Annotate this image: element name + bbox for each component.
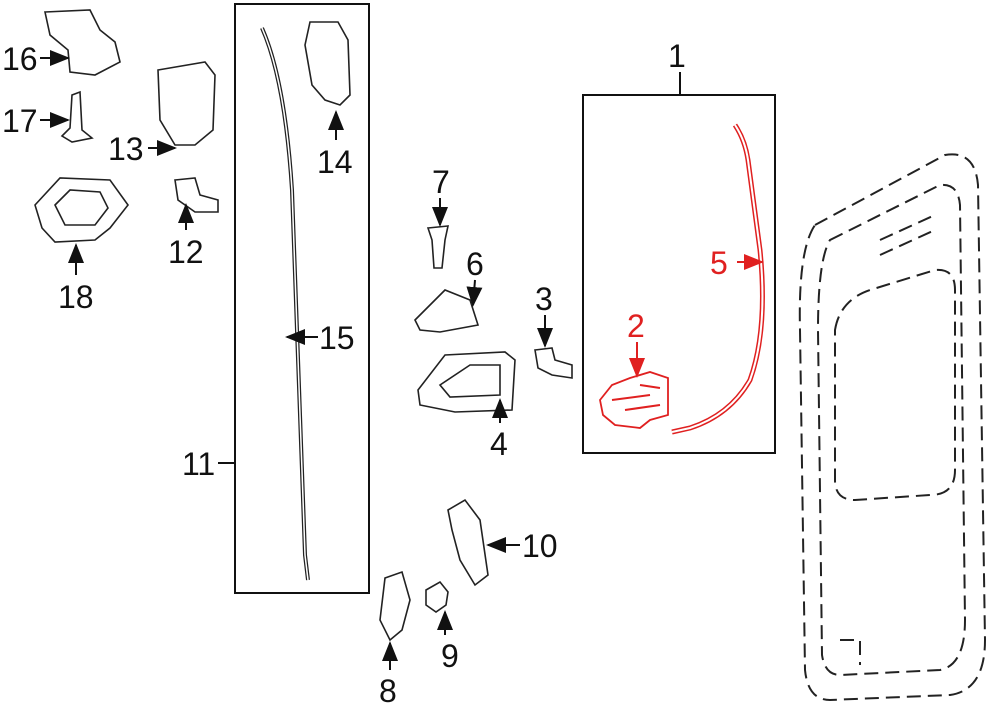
callout-5: 5 [710, 245, 728, 281]
handle-14 [304, 21, 351, 106]
callout-2: 2 [627, 308, 645, 344]
group-box-11 [234, 3, 370, 594]
door-outline [798, 153, 987, 702]
callout-4: 4 [490, 426, 508, 462]
bumper-13 [157, 61, 216, 146]
hinge-16 [44, 9, 121, 76]
callout-15: 15 [319, 320, 355, 356]
screw-9 [425, 580, 449, 613]
callout-17: 17 [2, 103, 38, 139]
leader-lines [40, 50, 764, 670]
callout-12: 12 [168, 234, 204, 270]
callout-10: 10 [522, 528, 558, 564]
latch-2 [599, 371, 669, 429]
bolt-3 [534, 347, 573, 379]
callout-9: 9 [441, 638, 459, 674]
pin-17 [60, 90, 94, 143]
callout-3: 3 [535, 281, 553, 317]
callout-11: 11 [182, 446, 215, 482]
callout-16: 16 [2, 41, 38, 77]
cable-15 [260, 27, 310, 581]
cam-10 [447, 498, 489, 587]
clip-8 [379, 570, 411, 642]
callout-8: 8 [379, 673, 397, 709]
callout-7: 7 [432, 164, 450, 200]
callout-13: 13 [108, 131, 144, 167]
screw-7 [426, 225, 450, 269]
callout-1: 1 [668, 38, 686, 74]
bolt-12 [174, 177, 219, 213]
callout-18: 18 [58, 279, 94, 315]
callout-14: 14 [317, 144, 353, 180]
callout-6: 6 [466, 246, 484, 282]
bracket-6 [414, 289, 480, 333]
